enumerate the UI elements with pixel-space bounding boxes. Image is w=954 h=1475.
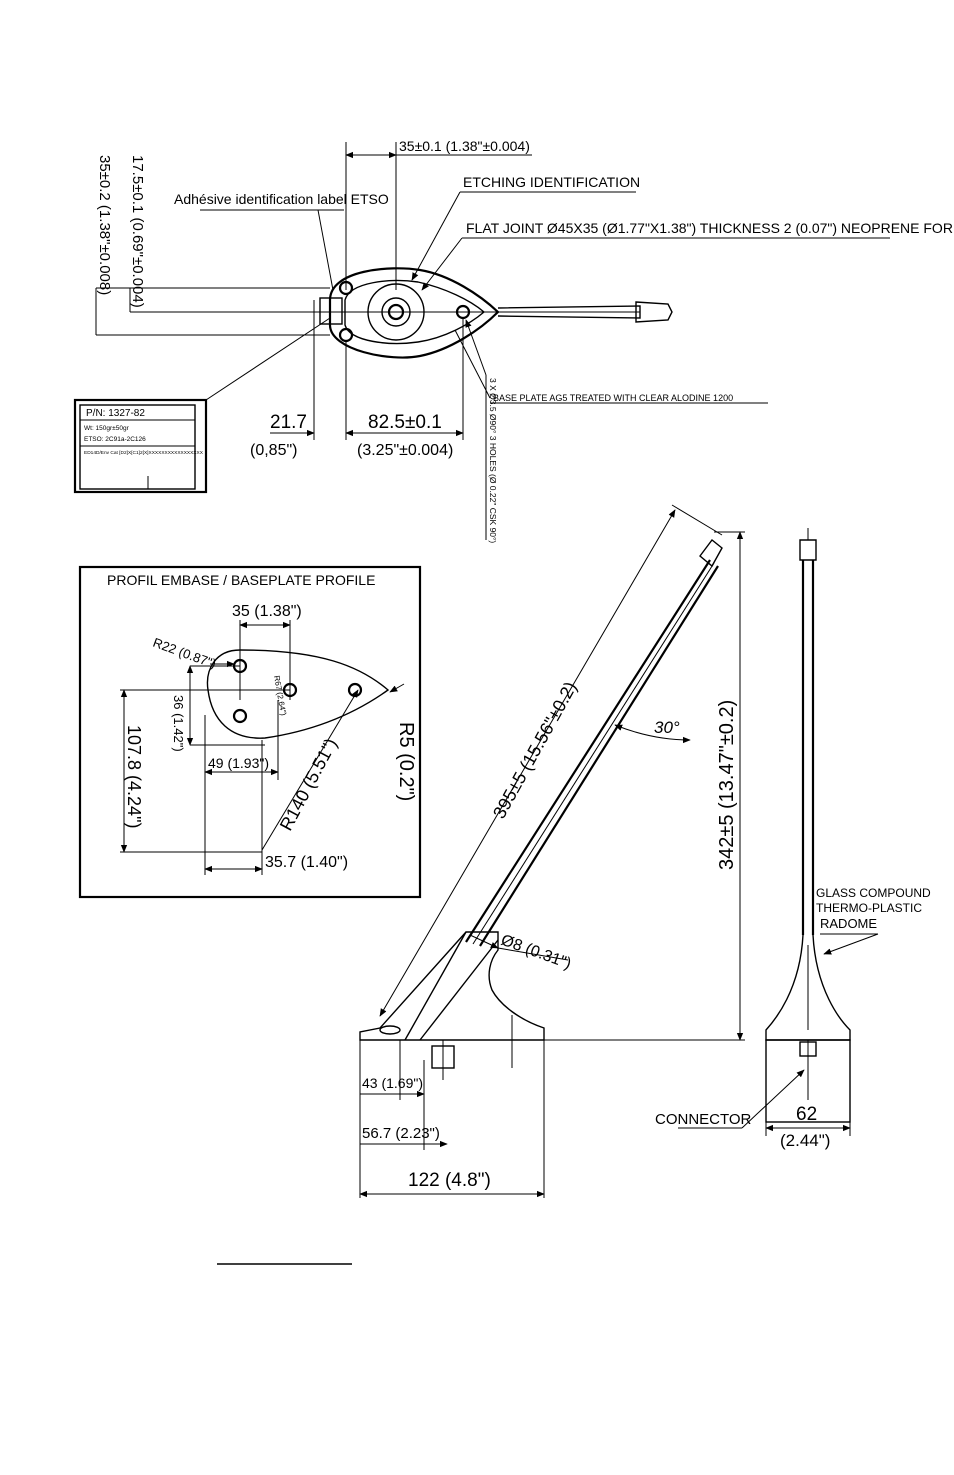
mast-edge-right <box>479 565 719 947</box>
dim-35-vertical-label: 35±0.2 (1.38"±0.008) <box>96 155 113 295</box>
id-label-inner <box>79 404 196 490</box>
base-plate-label-text: BASE PLATE AG5 TREATED WITH CLEAR ALODIN… <box>493 393 733 403</box>
id-label-leader <box>205 317 331 401</box>
dim-342-label: 342±5 (13.47"±0.2) <box>716 700 738 870</box>
mast-tip-top-view <box>635 301 673 323</box>
joint-circle-outer <box>367 283 425 341</box>
profile-dim-35: 35 (1.38") <box>232 603 302 620</box>
profile-dim-r5: R5 (0.2") <box>395 722 417 801</box>
dim-35-top-label: 35±0.1 (1.38"±0.004) <box>399 138 530 154</box>
profile-outline <box>206 649 390 739</box>
profile-dim-r140-line <box>261 689 359 851</box>
base-plate-outline <box>328 267 500 359</box>
etching-label-text: ETCHING IDENTIFICATION <box>463 174 640 190</box>
dim-217-label: 21.7 <box>270 412 307 433</box>
flat-joint-leader <box>421 237 463 291</box>
profile-dim-357: 35.7 (1.40") <box>265 854 348 871</box>
profile-dim-1078: 107.8 (4.24") <box>124 725 144 828</box>
connector-leader <box>741 1069 805 1129</box>
etso-label-rect <box>319 297 343 325</box>
id-label-weight: Wt: 150gr±50gr <box>84 425 130 432</box>
dim-43-label: 43 (1.69") <box>362 1075 423 1091</box>
id-label-frame <box>73 398 208 494</box>
profile-title: PROFIL EMBASE / BASEPLATE PROFILE <box>107 572 375 588</box>
baseplate-profile: PROFIL EMBASE / BASEPLATE PROFILE 35 (1.… <box>78 565 422 899</box>
dim-395-line <box>379 509 676 1017</box>
connector-label: CONNECTOR <box>655 1111 752 1128</box>
mast-tip <box>699 539 723 568</box>
connector-center <box>387 303 405 321</box>
dim-62-in-label: (2.44") <box>780 1131 830 1150</box>
dim-62-label: 62 <box>796 1104 817 1125</box>
hole-top-left <box>338 280 354 296</box>
dim-122-label: 122 (4.8") <box>408 1170 491 1191</box>
base-plate-leader <box>454 329 491 399</box>
radome-leader <box>823 933 879 955</box>
holes-leader <box>465 319 487 376</box>
radome-label-2: THERMO-PLASTIC <box>816 901 922 915</box>
flat-joint-label-text: FLAT JOINT Ø45X35 (Ø1.77"X1.38") THICKNE… <box>466 220 954 236</box>
dim-567-label: 56.7 (2.23") <box>362 1125 440 1142</box>
id-label-box: P/N: 1327-82 Wt: 150gr±50gr ETSO: 2C91a-… <box>73 398 208 494</box>
id-label-etso: ETSO: 2C91a-2C126 <box>84 436 146 443</box>
radome-label-3: RADOME <box>820 916 877 931</box>
profile-dim-r67: R67 (2.64") <box>272 675 288 717</box>
holes-label-text: 3 X Ø3.5 Ø90° 3 HOLES (Ø 0.22" CSK 90°) <box>488 378 498 543</box>
dim-217-in-label: (0,85") <box>250 442 297 459</box>
joint-circle-inner <box>381 297 411 327</box>
mast-top-view <box>497 305 641 319</box>
angle-30-label: 30° <box>654 718 680 737</box>
top-view: 35±0.2 (1.38"±0.008) 17.5±0.1 (0.69"±0.0… <box>95 138 954 543</box>
dim-825-in-label: (3.25"±0.004) <box>357 442 453 459</box>
mast-edge-left <box>465 559 711 943</box>
base-plate-inner-outline <box>344 279 486 345</box>
angle-30-arc <box>614 724 691 744</box>
dim-395-label: 395±5 (15.56"±0.2) <box>489 678 581 822</box>
profile-dim-36: 36 (1.42") <box>171 695 186 752</box>
side-view: 395±5 (15.56"±0.2) 30° 342±5 (13.47"±0.2… <box>359 504 745 1198</box>
etching-leader <box>411 191 461 281</box>
id-label-pn: P/N: 1327-82 <box>86 408 145 419</box>
profile-dim-r140: R140 (5.51") <box>276 735 341 834</box>
id-label-line4: ED14D/Env Cat [D2]X[C1]2[X]XXXXXXXXXXXXX… <box>84 450 204 456</box>
dim-d8-label: Ø8 (0.31") <box>499 932 574 973</box>
dim-825-label: 82.5±0.1 <box>368 412 442 433</box>
adhesive-label-text: Adhésive identification label ETSO <box>174 191 389 207</box>
hole-bottom-left <box>338 327 354 343</box>
adhesive-leader <box>317 209 334 291</box>
profile-dim-49: 49 (1.93") <box>208 755 269 771</box>
profile-hole-bottom <box>232 708 248 724</box>
dim-175-vertical-label: 17.5±0.1 (0.69"±0.004) <box>129 155 146 308</box>
radome-label-1: GLASS COMPOUND <box>816 886 931 900</box>
front-tip <box>799 539 817 561</box>
front-view: GLASS COMPOUND THERMO-PLASTIC RADOME CON… <box>655 528 931 1150</box>
